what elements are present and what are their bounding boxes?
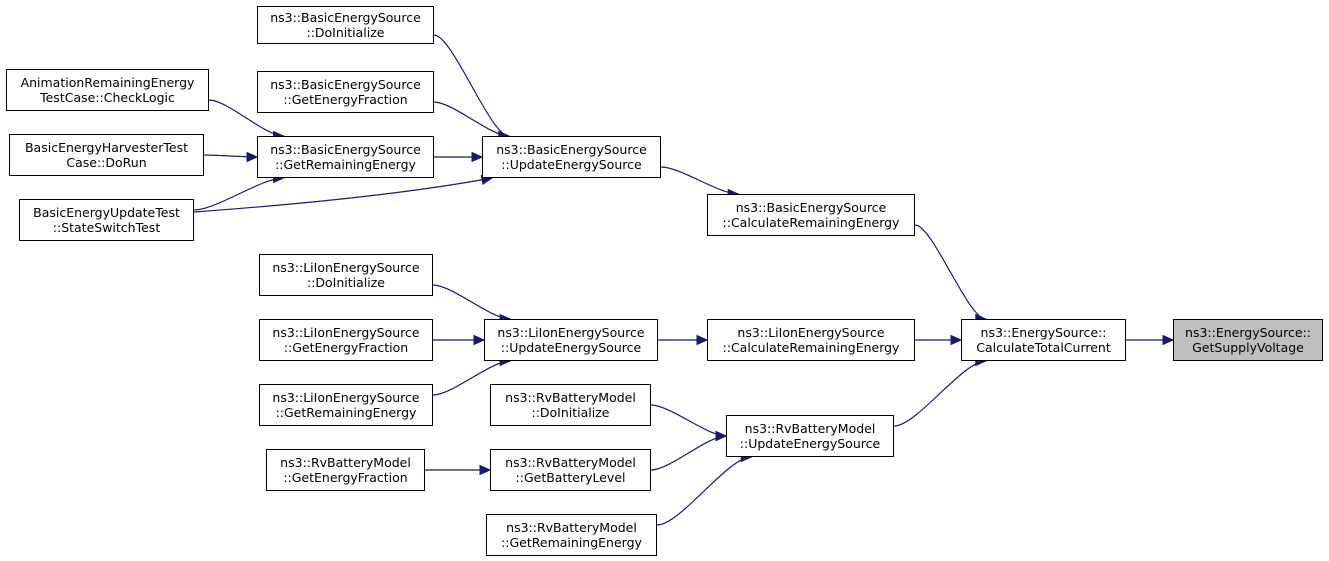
edge-ns3-liionenergysource-updateenergysource-to-ns3-liionenergysource-calculateremainingenergy [658, 334, 709, 346]
node-ns3-liionenergysource-doinitialize[interactable]: ns3::LiIonEnergySource::DoInitialize [259, 254, 433, 296]
edge-ns3-basicenergysource-doinitialize-to-ns3-basicenergysource-updateenergysource [433, 34, 511, 142]
edge-arrowhead [479, 464, 492, 476]
edge-line [660, 166, 739, 195]
node-ns3-energysource-calculatetotalcurrent[interactable]: ns3::EnergySource::CalculateTotalCurrent [961, 319, 1126, 361]
node-label-line: Case::DoRun [66, 155, 147, 170]
edge-ns3-basicenergysource-getenergyfraction-to-ns3-basicenergysource-updateenergysource [433, 101, 511, 142]
edge-basicenergyupdatetest-stateswitchtest-to-ns3-basicenergysource-getremainingenergy [193, 172, 285, 211]
node-ns3-liionenergysource-calculateremainingenergy[interactable]: ns3::LiIonEnergySource::CalculateRemaini… [707, 319, 915, 361]
node-ns3-rvbatterymodel-getenergyfraction[interactable]: ns3::RvBatteryModel::GetEnergyFraction [266, 449, 425, 491]
edge-line [193, 177, 493, 213]
node-label-line: ::UpdateEnergySource [500, 340, 642, 355]
node-label-line: ns3::RvBatteryModel [744, 421, 876, 436]
node-label-line: ns3::LiIonEnergySource [272, 325, 420, 340]
node-label-line: ::StateSwitchTest [52, 220, 161, 235]
node-label-line: ns3::BasicEnergySource [735, 200, 887, 215]
edge-ns3-rvbatterymodel-updateenergysource-to-ns3-energysource-calculatetotalcurrent [893, 355, 987, 427]
edge-basicenergyharvestertest-case-dorun-to-ns3-basicenergysource-getremainingenergy [203, 151, 259, 163]
node-label-line: ns3::LiIonEnergySource [497, 325, 645, 340]
edge-ns3-energysource-calculatetotalcurrent-to-ns3-energysource-getsupplyvoltage [1126, 334, 1175, 346]
node-ns3-basicenergysource-updateenergysource[interactable]: ns3::BasicEnergySource::UpdateEnergySour… [482, 136, 661, 178]
node-label-line: ns3::BasicEnergySource [270, 10, 421, 25]
node-ns3-liionenergysource-getremainingenergy[interactable]: ns3::LiIonEnergySource::GetRemainingEner… [259, 384, 433, 426]
edge-arrowhead [473, 334, 486, 346]
node-ns3-rvbatterymodel-getremainingenergy[interactable]: ns3::RvBatteryModel::GetRemainingEnergy [486, 514, 657, 556]
node-label-line: BasicEnergyHarvesterTest [24, 140, 188, 155]
node-label-line: ::CalculateRemainingEnergy [722, 215, 900, 230]
node-ns3-rvbatterymodel-doinitialize[interactable]: ns3::RvBatteryModel::DoInitialize [490, 384, 651, 426]
node-ns3-energysource-getsupplyvoltage: ns3::EnergySource::GetSupplyVoltage [1173, 319, 1323, 361]
edge-ns3-basicenergysource-calculateremainingenergy-to-ns3-energysource-calculatetotalcurrent [914, 224, 987, 325]
node-label-line: ::GetRemainingEnergy [275, 405, 417, 420]
node-ns3-liionenergysource-getenergyfraction[interactable]: ns3::LiIonEnergySource::GetEnergyFractio… [259, 319, 433, 361]
node-ns3-basicenergysource-getenergyfraction[interactable]: ns3::BasicEnergySource::GetEnergyFractio… [257, 71, 434, 113]
node-label-line: ns3::RvBatteryModel [280, 455, 411, 470]
edge-arrowhead [1162, 334, 1175, 346]
node-label-line: ::GetEnergyFraction [283, 340, 409, 355]
node-ns3-basicenergysource-calculateremainingenergy[interactable]: ns3::BasicEnergySource::CalculateRemaini… [707, 194, 915, 236]
node-label-line: ::GetBatteryLevel [515, 470, 626, 485]
node-label-line: ns3::EnergySource:: [980, 325, 1107, 340]
node-label-line: ::DoInitialize [306, 275, 385, 290]
edge-line [893, 360, 986, 427]
node-label-line: ::GetRemainingEnergy [501, 535, 642, 550]
node-label-line: ns3::BasicEnergySource [270, 77, 421, 92]
node-basicenergyupdatetest-stateswitchtest[interactable]: BasicEnergyUpdateTest::StateSwitchTest [19, 199, 194, 241]
edge-line [432, 284, 511, 320]
node-label-line: ns3::RvBatteryModel [505, 390, 636, 405]
edge-line [650, 404, 727, 437]
node-label-line: ns3::BasicEnergySource [496, 142, 647, 157]
node-ns3-basicenergysource-doinitialize[interactable]: ns3::BasicEnergySource::DoInitialize [257, 6, 434, 44]
node-label-line: BasicEnergyUpdateTest [33, 205, 180, 220]
node-label-line: ns3::EnergySource:: [1185, 325, 1311, 340]
edge-ns3-rvbatterymodel-getbatterylevel-to-ns3-rvbatterymodel-updateenergysource [650, 430, 728, 471]
node-label-line: ns3::LiIonEnergySource [272, 260, 420, 275]
node-label-line: ::UpdateEnergySource [501, 157, 642, 172]
edge-ns3-liionenergysource-doinitialize-to-ns3-liionenergysource-updateenergysource [432, 284, 512, 325]
node-label-line: ns3::RvBatteryModel [505, 455, 636, 470]
edge-arrowhead [246, 151, 259, 163]
edge-ns3-liionenergysource-calculateremainingenergy-to-ns3-energysource-calculatetotalcurrent [915, 334, 963, 346]
node-label-line: ns3::BasicEnergySource [270, 142, 421, 157]
edge-line [193, 177, 284, 211]
edge-ns3-basicenergysource-getremainingenergy-to-ns3-basicenergysource-updateenergysource [434, 151, 484, 163]
edge-arrowhead [696, 334, 709, 346]
node-label-line: CalculateTotalCurrent [976, 340, 1111, 355]
node-ns3-rvbatterymodel-getbatterylevel[interactable]: ns3::RvBatteryModel::GetBatteryLevel [490, 449, 651, 491]
node-label-line: ::GetRemainingEnergy [275, 157, 416, 172]
edge-line [914, 224, 986, 320]
node-label-line: AnimationRemainingEnergy [20, 75, 195, 90]
node-label-line: GetSupplyVoltage [1192, 340, 1304, 355]
edge-arrowhead [950, 334, 963, 346]
edge-line [650, 435, 727, 471]
node-ns3-liionenergysource-updateenergysource[interactable]: ns3::LiIonEnergySource::UpdateEnergySour… [484, 319, 658, 361]
node-ns3-rvbatterymodel-updateenergysource[interactable]: ns3::RvBatteryModel::UpdateEnergySource [726, 415, 894, 457]
edge-ns3-rvbatterymodel-getenergyfraction-to-ns3-rvbatterymodel-getbatterylevel [425, 464, 492, 476]
edge-arrowhead [715, 430, 728, 442]
node-label-line: ::DoInitialize [306, 25, 385, 40]
node-ns3-basicenergysource-getremainingenergy[interactable]: ns3::BasicEnergySource::GetRemainingEner… [257, 136, 434, 178]
edge-arrowhead [471, 151, 484, 163]
node-label-line: ns3::LiIonEnergySource [272, 390, 420, 405]
edge-ns3-liionenergysource-getenergyfraction-to-ns3-liionenergysource-updateenergysource [433, 334, 486, 346]
node-label-line: TestCase::CheckLogic [40, 90, 175, 105]
edge-line [433, 34, 510, 137]
node-label-line: ::DoInitialize [531, 405, 610, 420]
node-label-line: ::GetEnergyFraction [283, 470, 408, 485]
edge-ns3-rvbatterymodel-doinitialize-to-ns3-rvbatterymodel-updateenergysource [650, 404, 728, 442]
node-label-line: ::CalculateRemainingEnergy [722, 340, 900, 355]
edge-line [433, 101, 509, 137]
node-label-line: ns3::LiIonEnergySource [737, 325, 885, 340]
node-label-line: ::UpdateEnergySource [739, 436, 881, 451]
node-label-line: ::GetEnergyFraction [283, 92, 408, 107]
edge-line [656, 456, 752, 526]
node-label-line: ns3::RvBatteryModel [506, 520, 637, 535]
